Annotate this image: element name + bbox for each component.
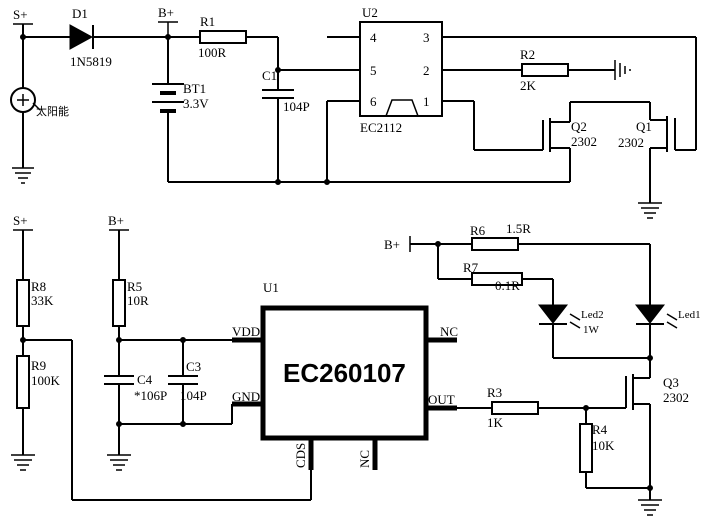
r6-value: 1.5R [506,221,531,236]
mosfet-q1 [649,116,676,203]
q3-ref: Q3 [663,375,679,390]
junction-dot [647,355,653,361]
r8-ref: R8 [31,279,46,294]
u2-pin-5: 5 [370,63,377,78]
r2-value: 2K [520,78,537,93]
r4-ref: R4 [592,422,608,437]
c4-value: *106P [134,388,167,403]
d1-ref: D1 [72,6,88,21]
ground-symbol [614,60,631,80]
u2-pin-2: 2 [423,63,430,78]
s-plus-label-top: S+ [13,7,28,22]
capacitor-c1 [262,89,294,99]
resistor-r6 [471,237,519,251]
r6-ref: R6 [470,223,486,238]
resistor-r3 [491,401,539,415]
u2-part: EC2112 [360,120,402,135]
r9-ref: R9 [31,358,46,373]
solar-label: 太阳能 [36,104,69,118]
r2-ref: R2 [520,47,535,62]
mosfet-q3 [625,358,651,500]
r4-value: 10K [592,438,615,453]
battery-bt1 [152,83,184,113]
led-led2 [537,304,581,329]
c1-value: 104P [283,99,310,114]
b-plus-label-right: B+ [384,237,400,252]
r3-value: 1K [487,415,504,430]
u1-part: EC260107 [283,358,406,388]
junction-dot [647,485,653,491]
d1-value: 1N5819 [70,54,112,69]
led-led1 [634,304,678,329]
r7-ref: R7 [463,260,479,275]
capacitor-c4 [104,375,134,385]
s-plus-label-bottom: S+ [13,213,28,228]
u2-ref: U2 [362,5,378,20]
r9-value: 100K [31,373,61,388]
u1-pin-out-label: OUT [428,392,455,407]
junction-dot [275,179,281,185]
r7-value: 0.1R [495,278,520,293]
bottom-circuit: S+ R8 33K R9 100K B+ R5 10R [11,213,701,516]
r5-ref: R5 [127,279,142,294]
led2-value: 1W [583,324,600,336]
diode-d1 [69,24,94,50]
u1-ref: U1 [263,280,279,295]
q1-value: 2302 [618,135,644,150]
q2-value: 2302 [571,134,597,149]
r1-value: 100R [198,45,227,60]
ground-symbol [12,167,34,184]
bt1-ref: BT1 [183,81,206,96]
mosfet-q2 [542,102,571,182]
c1-ref: C1 [262,68,277,83]
c3-value: 104P [180,388,207,403]
u1-pin-cds-label: CDS [293,443,308,468]
q1-ref: Q1 [636,119,652,134]
u1-pin-nc-right-label: NC [440,324,458,339]
resistor-r5 [112,279,126,327]
ground-symbol [11,454,35,471]
r5-value: 10R [127,293,149,308]
resistor-r4 [579,423,593,473]
ic-u1 [260,305,429,441]
top-circuit: S+ 太阳能 D1 1N5819 [10,5,697,219]
led1-ref: Led1 [678,309,701,321]
resistor-r1 [199,30,247,44]
q2-ref: Q2 [571,119,587,134]
c3-ref: C3 [186,359,201,374]
resistor-r2 [521,63,569,77]
u1-pin-nc-bottom-label: NC [357,450,372,468]
u2-internal-symbol [385,99,419,117]
resistor-r9 [16,355,30,409]
ground-symbol [638,499,662,516]
r3-ref: R3 [487,385,502,400]
u2-pin-4: 4 [370,30,377,45]
resistor-r8 [16,279,30,327]
u2-pin-6: 6 [370,94,377,109]
bt1-value: 3.3V [183,96,209,111]
u2-pin-1: 1 [423,94,430,109]
q3-value: 2302 [663,390,689,405]
c4-ref: C4 [137,372,153,387]
ground-symbol [107,454,131,471]
ground-symbol [638,202,662,219]
u2-pin-3: 3 [423,30,430,45]
r8-value: 33K [31,293,54,308]
capacitor-c3 [168,375,198,385]
u1-pin-vdd-label: VDD [232,324,260,339]
led2-ref: Led2 [581,309,604,321]
junction-dot [20,34,26,40]
r1-ref: R1 [200,14,215,29]
b-plus-label-left: B+ [108,213,124,228]
u1-pin-gnd-label: GND [232,389,260,404]
b-plus-label-top: B+ [158,5,174,20]
